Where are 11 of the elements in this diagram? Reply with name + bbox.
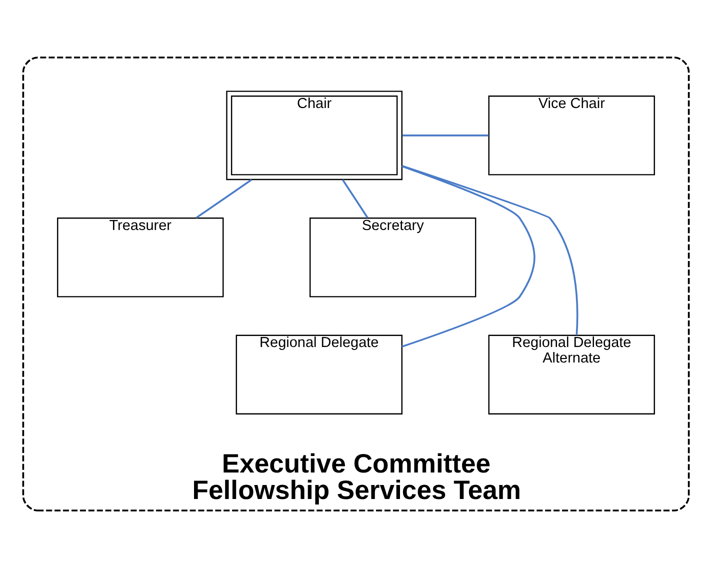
connector [342,178,368,218]
connector [402,134,489,136]
node-box: Chair [226,90,402,180]
node-box: Regional Delegate Alternate [488,334,655,414]
connector [402,164,578,335]
connector [402,164,536,348]
node-box: Regional Delegate [236,334,402,414]
node-box: Secretary [310,217,476,297]
connector [196,178,252,218]
node-box: Treasurer [57,217,224,297]
node-box: Vice Chair [488,95,655,175]
